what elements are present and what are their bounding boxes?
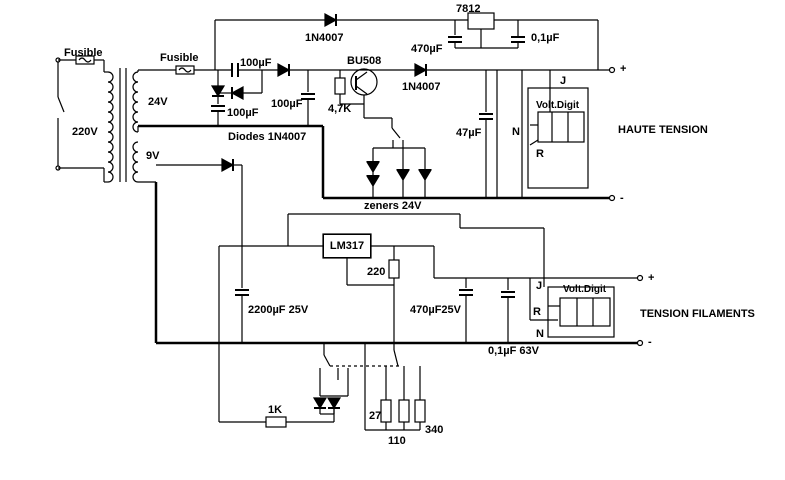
transformer-secondary-hv: [132, 70, 139, 133]
cap-2200-label: 2200µF 25V: [248, 304, 309, 316]
fil-plus-terminal: +: [648, 272, 655, 284]
voltmeter-hv-label: Volt.Digit: [536, 100, 580, 111]
zeners-label: zeners 24V: [364, 200, 422, 212]
fuse-label-primary: Fusible: [64, 47, 103, 59]
tension-filaments-title: TENSION FILAMENTS: [640, 308, 755, 320]
diodes-label: Diodes 1N4007: [228, 131, 307, 143]
fil-minus-terminal: -: [648, 336, 652, 348]
cap-01-top-label: 0,1µF: [531, 32, 560, 44]
resistor-340-label: 340: [425, 424, 444, 436]
regulator-lm317-label: LM317: [329, 240, 365, 252]
cap-470-25-label: 470µF25V: [410, 304, 461, 316]
voltmeter-fil-label: Volt.Digit: [563, 284, 607, 295]
resistor-27-label: 27: [369, 410, 382, 422]
cap-100-b-label: 100µF: [227, 107, 259, 119]
cap-100-a-label: 100µF: [240, 57, 272, 69]
pin-n-hv: N: [512, 126, 520, 138]
pin-r-fil: R: [533, 306, 541, 318]
cap-470-top-label: 470µF: [411, 43, 443, 55]
transformer-secondary-fil: [132, 141, 156, 183]
pin-n-fil: N: [536, 328, 544, 340]
secondary-fil-voltage-label: 9V: [146, 150, 160, 162]
secondary-hv-voltage-label: 24V: [148, 96, 168, 108]
resistor-220-label: 220: [367, 266, 386, 278]
regulator-7812-label: 7812: [456, 3, 481, 15]
resistor-1k-label: 1K: [268, 404, 283, 416]
mains-voltage-label: 220V: [72, 126, 98, 138]
transformer-primary: [104, 71, 114, 183]
mains-input: [55, 55, 105, 182]
cap-01-63-label: 0,1µF 63V: [488, 345, 539, 357]
resistor-47k-label: 4,7K: [328, 103, 352, 115]
pin-j-hv: J: [560, 75, 567, 87]
transistor-label: BU508: [347, 55, 382, 67]
hv-minus-terminal: -: [620, 192, 624, 204]
cap-47-label: 47µF: [456, 127, 482, 139]
pin-j-fil: J: [536, 280, 543, 292]
haute-tension-title: HAUTE TENSION: [618, 124, 708, 136]
fuse-label-secondary: Fusible: [160, 52, 199, 64]
cap-100-c-label: 100µF: [271, 98, 303, 110]
diode-top-label: 1N4007: [305, 32, 344, 44]
resistor-110-label: 110: [388, 435, 406, 447]
regulator-lm317: LM317: [323, 234, 371, 258]
pin-r-hv: R: [536, 148, 544, 160]
hv-plus-terminal: +: [620, 63, 627, 75]
diode-mid-label: 1N4007: [402, 81, 441, 93]
